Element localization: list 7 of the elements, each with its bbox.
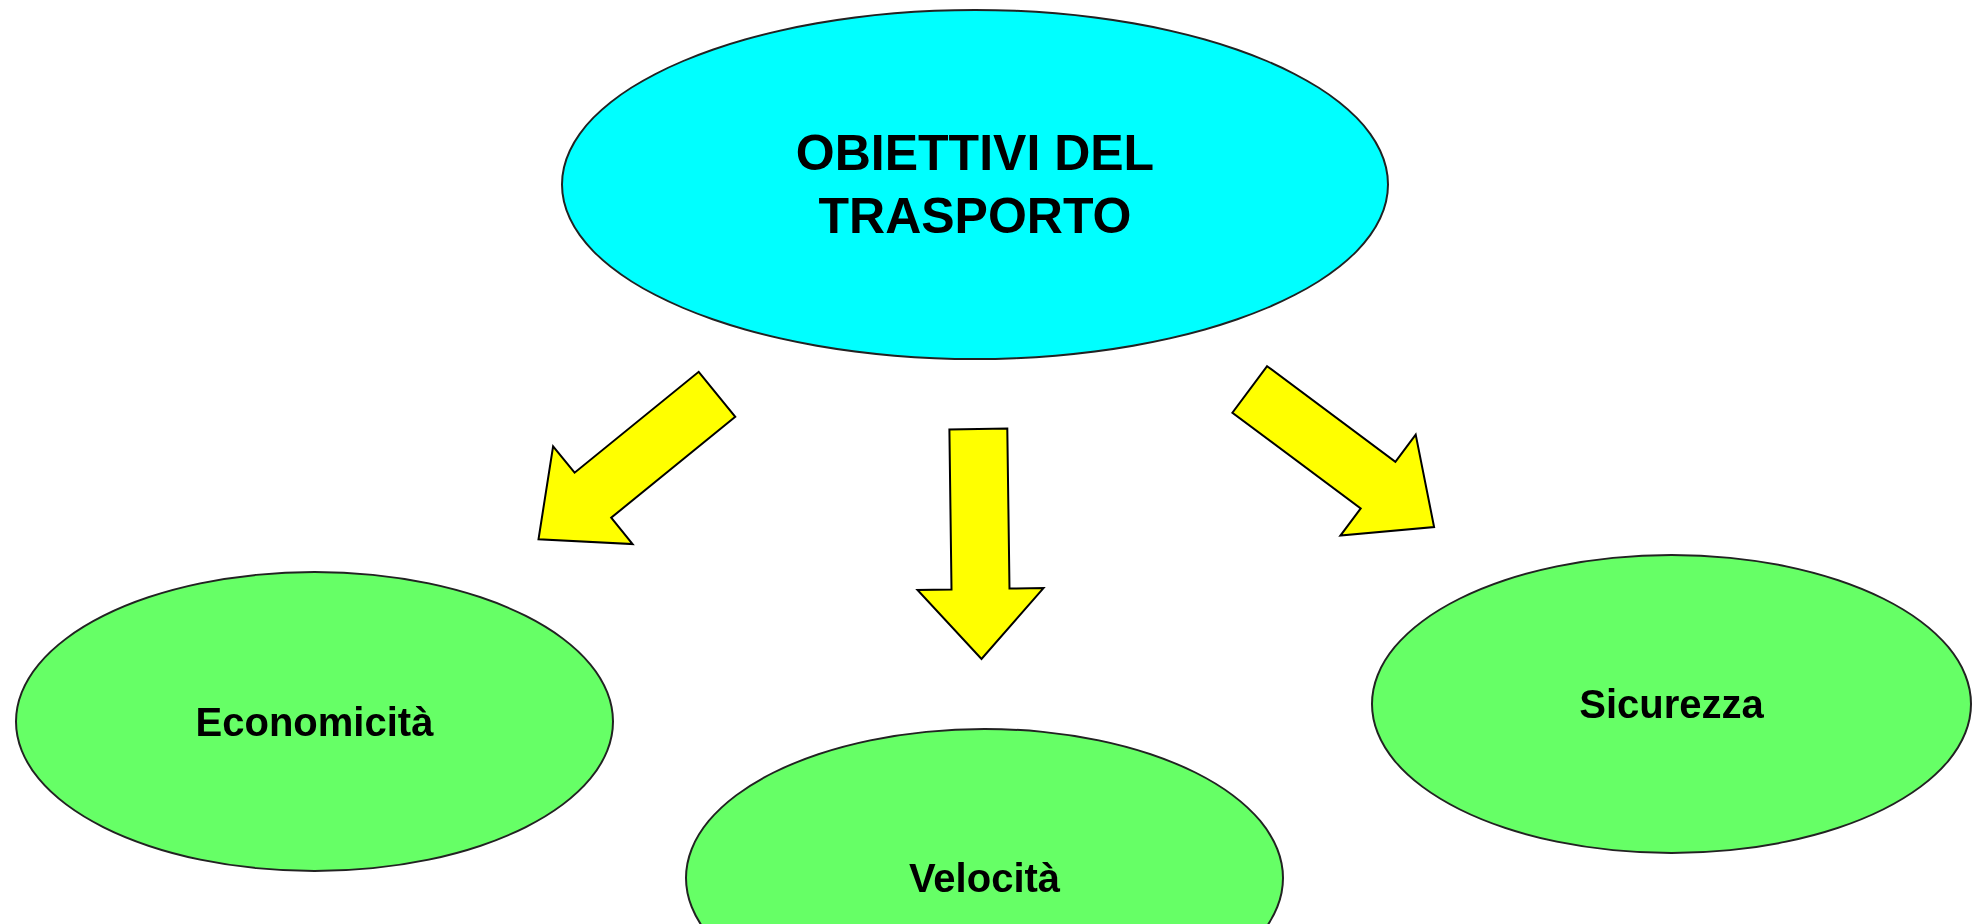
block-arrow (1231, 364, 1436, 537)
node-label: Economicità (195, 698, 434, 746)
node-label: OBIETTIVI DEL TRASPORTO (794, 124, 1156, 246)
node-label: Sicurezza (1579, 681, 1764, 728)
block-arrow (537, 370, 737, 546)
block-arrow (915, 427, 1046, 661)
node-label: Velocità (908, 855, 1061, 902)
